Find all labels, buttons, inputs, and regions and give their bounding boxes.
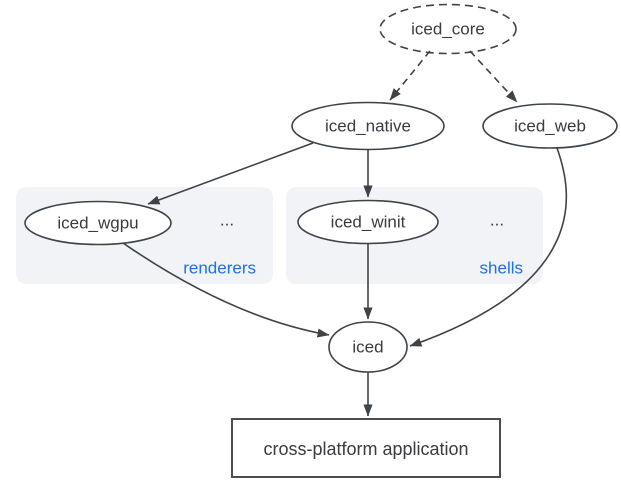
iced-web-node-label: iced_web (514, 116, 586, 136)
edge-wgpu-to-iced (122, 242, 330, 338)
shells-ellipsis-label: ... (489, 210, 505, 230)
edge-core-to-web (469, 50, 518, 103)
renderers-ellipsis-label: ... (219, 210, 235, 230)
app-node-rect (231, 418, 501, 478)
renderers-group-label: renderers (183, 258, 256, 278)
app-node-label: cross-platform application (263, 439, 469, 459)
iced-native-node-label: iced_native (324, 116, 412, 136)
iced-core-node-label: iced_core (411, 19, 485, 39)
iced-native-node-ellipse (291, 101, 445, 151)
iced-winit-node-label: iced_winit (330, 212, 406, 232)
iced-node-label: iced (352, 337, 384, 357)
shells-group-label: shells (479, 258, 523, 278)
edge-native-to-wgpu (147, 142, 314, 205)
iced-wgpu-node-label: iced_wgpu (57, 213, 139, 233)
iced-core-node-ellipse (379, 3, 517, 55)
edge-core-to-native (389, 50, 431, 101)
iced-winit-node-ellipse (297, 199, 439, 245)
edge-web-to-iced (409, 147, 568, 347)
iced-web-node-ellipse (482, 103, 618, 149)
iced-wgpu-node-ellipse (24, 200, 172, 246)
